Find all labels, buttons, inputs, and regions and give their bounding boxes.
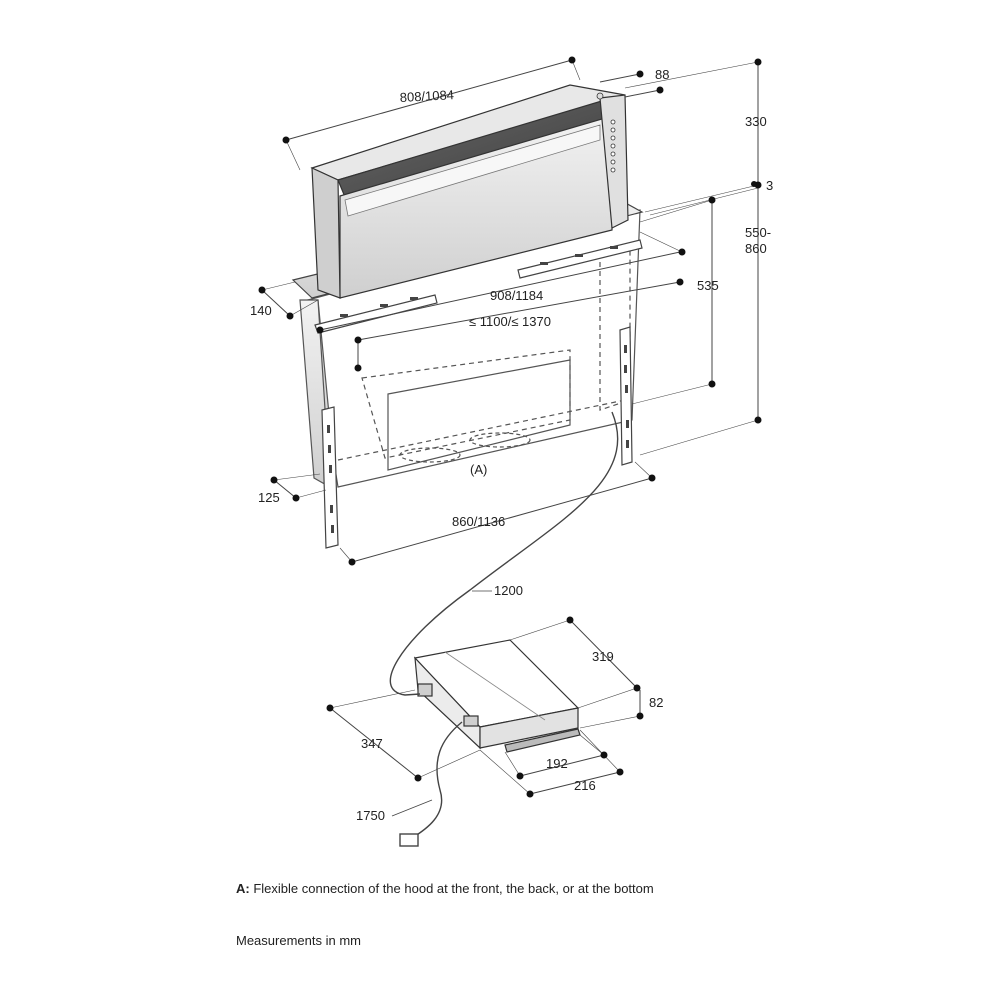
connection-cable (389, 411, 619, 696)
label-motor-height: 82 (649, 695, 663, 710)
bracket-right-rail (517, 239, 643, 279)
label-base-width: 860/1136 (452, 514, 505, 529)
hood-front-bevel (344, 124, 601, 217)
motor-unit (413, 639, 581, 753)
motor-connector (463, 715, 479, 727)
label-hood-width: 808/1084 (399, 87, 454, 105)
bracket-right-leg (619, 326, 633, 466)
legend-marker: A: (236, 881, 250, 896)
hood-left-end (311, 167, 341, 299)
dimension-dots (258, 56, 762, 798)
label-total-height-1: 550- (745, 225, 771, 240)
bracket-holes (327, 246, 629, 533)
motor-top-seam (444, 651, 546, 721)
label-motor-width: 347 (361, 736, 383, 751)
label-hood-depth: 88 (655, 67, 669, 82)
power-plug (399, 833, 419, 847)
downdraft-hood (310, 84, 629, 299)
dimension-lines (261, 59, 759, 817)
motor-inlet (417, 683, 433, 697)
mounting-brackets (314, 239, 643, 549)
label-motor-depth: 319 (592, 649, 614, 664)
legend-note: A: Flexible connection of the hood at th… (236, 881, 654, 896)
opening-slot-right (469, 432, 531, 448)
label-bracket-depth: 125 (258, 490, 280, 505)
callout-a: (A) (470, 462, 487, 477)
label-gap: 3 (766, 178, 773, 193)
cables (389, 411, 619, 847)
motor-side (479, 707, 579, 749)
label-hood-top-height: 330 (745, 114, 767, 129)
units-note: Measurements in mm (236, 933, 361, 948)
control-buttons (596, 92, 616, 173)
opening-rectangle (387, 359, 571, 471)
power-cable (411, 721, 463, 839)
label-outlet-outer: 216 (574, 778, 596, 793)
label-frame-width: 908/1184 (490, 288, 543, 303)
dimension-labels: 808/1084 88 330 3 550- 860 535 908/1184 … (250, 67, 773, 823)
recess-dashed-floor (337, 399, 626, 461)
label-cutout-height: 535 (697, 278, 719, 293)
bracket-left-leg (321, 406, 339, 549)
label-cable-length: 1200 (494, 583, 523, 598)
label-outlet-inner: 192 (546, 756, 568, 771)
label-power-cable: 1750 (356, 808, 385, 823)
label-total-height-2: 860 (745, 241, 767, 256)
legend-text: Flexible connection of the hood at the f… (253, 881, 654, 896)
label-frame-depth: 140 (250, 303, 272, 318)
label-cabinet-width: ≤ 1100/≤ 1370 (469, 314, 551, 329)
opening-slot-left (399, 447, 461, 463)
